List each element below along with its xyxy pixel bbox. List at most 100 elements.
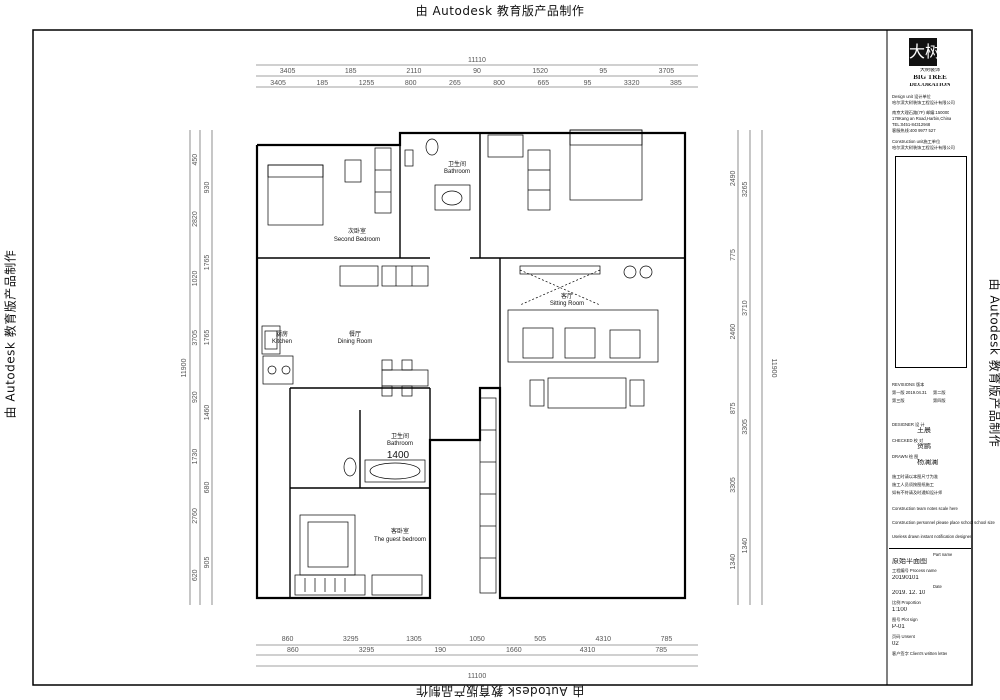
dim-label: 860 xyxy=(287,647,299,654)
hotline: 客服热线:400 9977 527 xyxy=(892,128,936,133)
label-dining-cn: 餐厅 xyxy=(349,330,361,338)
exterior-walls xyxy=(255,131,687,600)
unsent-value: 02 xyxy=(892,641,899,647)
brand-cn: 大树装饰 xyxy=(919,68,940,73)
revision-2: 第二版 xyxy=(933,390,946,395)
dim-label: 1660 xyxy=(506,647,522,654)
note-1: 施工时请以本图尺寸为准 xyxy=(892,474,939,479)
dim-label: 1765 xyxy=(204,255,211,271)
title-rule xyxy=(889,548,971,549)
dim-label: 785 xyxy=(655,647,667,654)
stove xyxy=(262,355,294,385)
guest-wardrobe xyxy=(294,574,366,596)
bath-dim-label: 1400 xyxy=(387,450,410,461)
dim-label: 3305 xyxy=(730,477,737,493)
dim-label: 1765 xyxy=(204,330,211,346)
note-5: Construction personnel please place scho… xyxy=(892,520,995,525)
proportion-value: 1:100 xyxy=(892,607,908,613)
brand-en1: BIG TREE xyxy=(913,75,947,81)
dim-label: 1730 xyxy=(192,449,199,465)
tv-cabinet xyxy=(519,265,601,275)
dim-label: 1520 xyxy=(532,68,548,75)
armchair xyxy=(344,159,362,183)
notes-box xyxy=(895,156,967,368)
toilet-top xyxy=(425,138,439,156)
dim-label: 800 xyxy=(493,80,505,87)
kitchen-sink xyxy=(261,325,281,355)
label-second-bedroom-en: Second Bedroom xyxy=(334,237,380,243)
checked-label: CHECKED 校 对 xyxy=(892,438,924,443)
dim-label: 265 xyxy=(449,80,461,87)
washbasin-top xyxy=(434,184,471,211)
dim-label: 3305 xyxy=(742,419,749,435)
brand-logo: 大树 xyxy=(909,38,937,66)
process-value: 20190101 xyxy=(892,575,919,581)
dim-label: 800 xyxy=(405,80,417,87)
construction-unit: 哈尔滨大树装饰工程设计有限公司 xyxy=(892,145,955,150)
dim-label: 95 xyxy=(584,80,592,87)
kitchen-cabinet-top xyxy=(339,265,379,287)
dim-label: 920 xyxy=(192,391,199,403)
sofa xyxy=(547,377,627,409)
label-bathroom-top-cn: 卫生间 xyxy=(448,160,466,168)
dim-label: 385 xyxy=(670,80,682,87)
dim-label: 90 xyxy=(473,68,481,75)
dim-label: 2760 xyxy=(192,508,199,524)
dim-label: 860 xyxy=(282,636,294,643)
label-bathroom-bottom-cn: 卫生间 xyxy=(391,432,409,440)
plot-value: P-01 xyxy=(892,624,905,630)
dining-table xyxy=(381,369,429,387)
address-line1: 南京大理石路(7F) 邮编:150000 xyxy=(892,110,950,115)
title-block: 大树 大树装饰 BIG TREE DECORATION Design unit … xyxy=(889,30,995,685)
unsent-label: 页码 Unsent xyxy=(892,634,915,639)
note-6: Useless drawn instant notification desig… xyxy=(892,534,972,539)
label-bathroom-bottom-en: Bathroom xyxy=(387,441,413,447)
label-second-bedroom-cn: 次卧室 xyxy=(348,227,366,235)
brand-en2: DECORATION xyxy=(909,83,951,88)
dim-label: 3710 xyxy=(742,300,749,316)
revision-3: 第三版 xyxy=(892,398,905,403)
dim-overall-width: 11110 xyxy=(468,57,486,64)
dim-label: 905 xyxy=(204,557,211,569)
checked-name: 贺鹏 xyxy=(917,443,931,450)
dim-label: 2460 xyxy=(730,324,737,340)
label-bathroom-top-en: Bathroom xyxy=(444,169,470,175)
dim-label: 1020 xyxy=(192,271,199,287)
dim-label: 3705 xyxy=(192,330,199,346)
drawn-label: DRAWN 绘 图 xyxy=(892,454,919,459)
dim-label: 1050 xyxy=(469,636,485,643)
wardrobe xyxy=(374,147,392,214)
dim-overall-height-left: 11900 xyxy=(181,358,188,377)
construction-label: Construction unit施工单位 xyxy=(892,139,941,144)
process-label: 工程编号 Process name xyxy=(892,568,937,573)
watermark-top: 由 Autodesk 教育版产品制作 xyxy=(415,4,585,18)
dim-label: 3295 xyxy=(359,647,375,654)
date-value: 2019. 12. 10 xyxy=(892,590,926,596)
dim-label: 3320 xyxy=(624,80,640,87)
dim-label: 1305 xyxy=(406,636,422,643)
design-unit-label: Design unit 设计单位 xyxy=(892,94,931,99)
dim-label: 1340 xyxy=(742,538,749,554)
proportion-label: 比例 Proportion xyxy=(892,600,921,605)
dim-label: 930 xyxy=(204,182,211,194)
sheet-border xyxy=(32,29,973,686)
second-bedroom-bed xyxy=(267,164,324,226)
dim-label: 3405 xyxy=(270,80,286,87)
note-4: Construction team notes scale here xyxy=(892,506,958,511)
dim-overall-width-bottom: 11100 xyxy=(468,673,487,680)
label-guest-en: The guest bedroom xyxy=(374,537,426,543)
note-3: 如有不符请及时通知设计师 xyxy=(892,490,943,495)
dim-label: 190 xyxy=(434,647,446,654)
label-sitting-cn: 客厅 xyxy=(561,292,573,300)
dim-label: 450 xyxy=(192,154,199,166)
dim-label: 4310 xyxy=(595,636,611,643)
sofa-area xyxy=(507,309,659,363)
dim-label: 1340 xyxy=(730,554,737,570)
drawn-name: 杨澜澜 xyxy=(917,459,938,466)
address-line2: 178Kang an Road,Harbin,China xyxy=(892,116,952,121)
